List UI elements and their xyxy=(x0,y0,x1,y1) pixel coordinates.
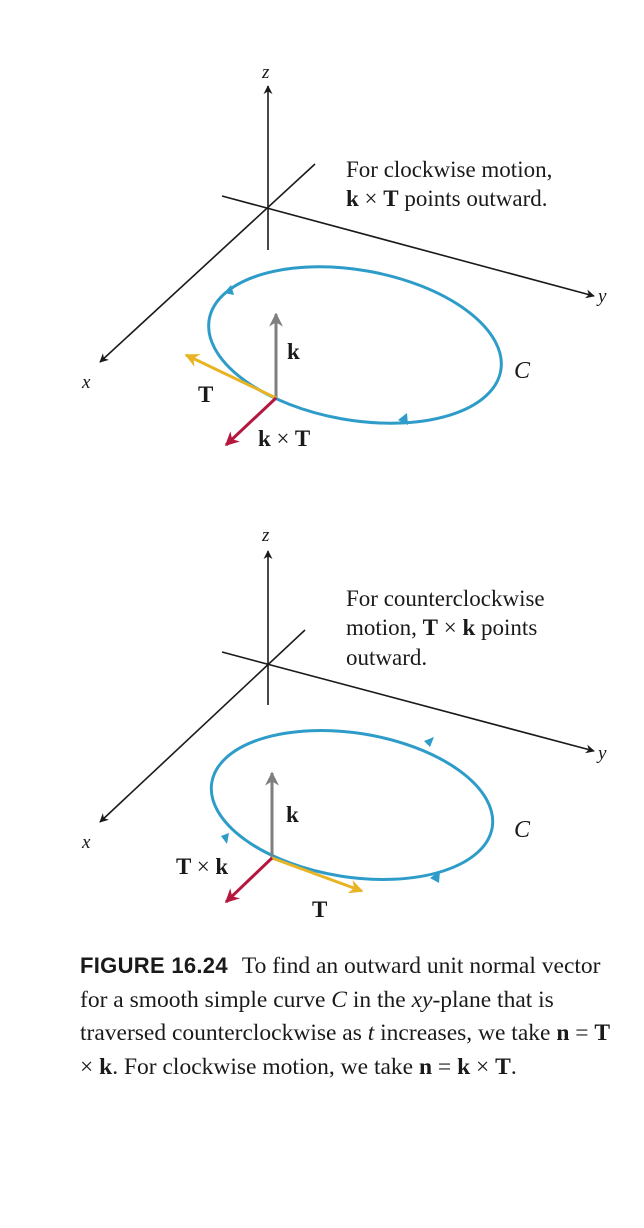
x-axis xyxy=(99,163,316,363)
x-axis-label: x xyxy=(82,372,91,393)
y-axis-label: y xyxy=(598,743,607,764)
figure-number: FIGURE 16.24 xyxy=(80,953,228,978)
t-vector xyxy=(271,856,364,894)
k-cross-t-vector xyxy=(224,396,278,447)
t-cross-k-vector xyxy=(224,856,274,904)
counterclockwise-note: For counterclockwise motion, T × k point… xyxy=(346,586,545,670)
diagram-counterclockwise xyxy=(99,550,595,904)
diagram-clockwise xyxy=(99,85,595,447)
curve-label: C xyxy=(514,358,531,384)
curve-direction-arrow xyxy=(430,871,440,883)
z-axis-label: z xyxy=(262,525,270,546)
x-axis-label: x xyxy=(82,832,91,853)
clockwise-note: For clockwise motion, k × T points outwa… xyxy=(346,157,553,212)
curve-direction-arrow xyxy=(221,833,229,844)
t-vector xyxy=(184,353,277,400)
x-axis xyxy=(99,629,306,823)
curve-c xyxy=(207,265,503,425)
y-axis-label: y xyxy=(598,286,607,307)
curve-direction-arrow xyxy=(398,413,408,425)
y-axis xyxy=(221,195,595,299)
figure-clockwise: z y x C k T k × T For clockwise motion, … xyxy=(0,50,644,520)
y-axis xyxy=(221,651,595,754)
figure-counterclockwise: z y x C k T T × k For counterclockwise m… xyxy=(0,515,644,985)
k-cross-t-label: k × T xyxy=(258,426,311,451)
z-axis-label: z xyxy=(262,62,270,83)
k-vector-label: k xyxy=(286,802,299,827)
curve-c xyxy=(209,728,495,882)
curve-label: C xyxy=(514,817,531,843)
k-vector-label: k xyxy=(287,339,300,364)
t-vector-label: T xyxy=(312,897,328,922)
t-vector-label: T xyxy=(198,382,214,407)
curve-direction-arrow xyxy=(224,285,234,295)
curve-direction-arrow xyxy=(424,737,434,747)
t-cross-k-label: T × k xyxy=(176,854,229,879)
